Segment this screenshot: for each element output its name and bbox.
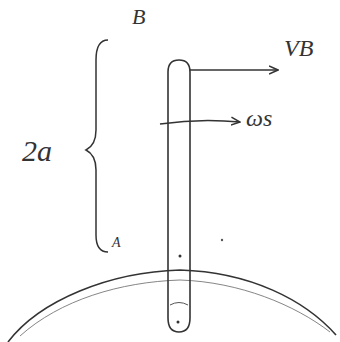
sphere-arc: [8, 270, 336, 342]
rod-end-mark: [170, 303, 188, 306]
velocity-arrow: [190, 69, 278, 71]
point-label: B: [132, 6, 145, 28]
point-label: A: [112, 236, 121, 250]
speck: [221, 239, 223, 241]
rod: [168, 60, 190, 332]
angular-velocity-arrow: [160, 120, 240, 124]
angular-velocity-label: ωs: [246, 106, 272, 130]
velocity-label: VB: [284, 36, 313, 60]
end-dot: [177, 321, 180, 324]
length-brace: [86, 40, 108, 252]
length-label: 2a: [22, 136, 52, 166]
contact-dot: [179, 255, 182, 258]
sphere-shading: [20, 280, 330, 336]
